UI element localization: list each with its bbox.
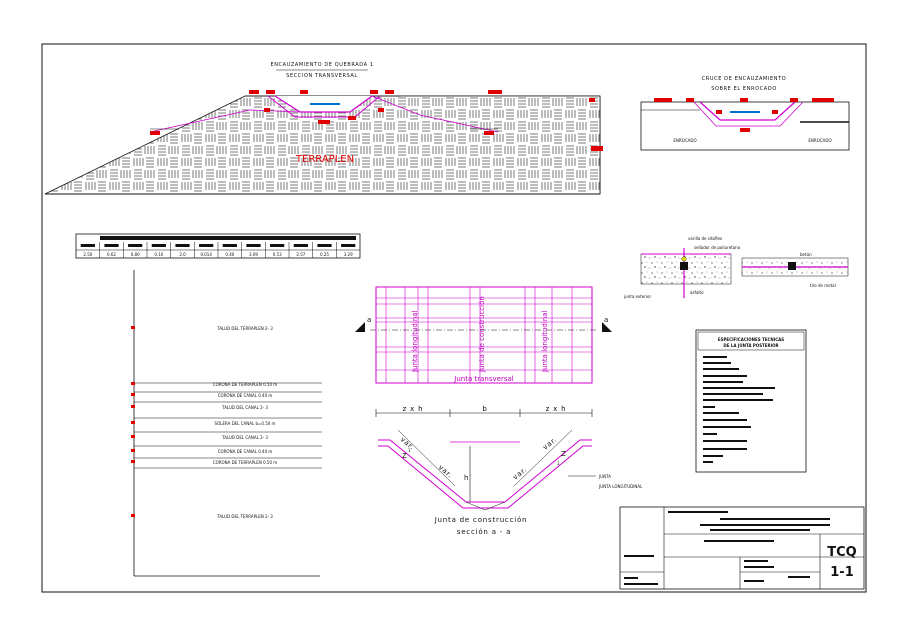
scale-cell-mark [270, 244, 285, 247]
profile-label: TALUD DEL CANAL 2- 3 [221, 405, 268, 410]
profile-labels-drawing: TALUD DEL TERRAPLEN 2- 3 CORONA DE TERRAP… [131, 270, 322, 577]
cut-marker-right [602, 322, 612, 332]
plan-joint-long-right: Junta longitudinal [541, 310, 549, 373]
plan-joint-center: Junta de construcción [478, 296, 486, 373]
scale-cell-mark [293, 244, 308, 247]
profile-marker [131, 514, 135, 517]
var-mid-left: var. [437, 463, 454, 479]
height-label: h [464, 474, 469, 482]
profile-label: CORONA DE TERRAPLEN 0.50 m [213, 382, 277, 387]
crossing-title: CRUCE DE ENCAUZAMIENTO [702, 76, 787, 82]
scale-cell-mark [128, 244, 143, 247]
detail-outer: junta exterior [623, 294, 651, 299]
dimension-table: 2.50 0.62 0.80 0.10 2.0 0.014 0.40 3.09 0.53 2.57… [75, 233, 361, 259]
profile-label: CORONA DE TERRAPLEN 0.50 m [213, 460, 277, 465]
scale-value: 2.57 [296, 252, 305, 257]
cut-marker-left [355, 322, 365, 332]
dim-center: b [482, 405, 487, 413]
specifications-box: ESPECIFICACIONES TECNICAS DE LA JUNTA PO… [695, 329, 807, 473]
crossing-subtitle: SOBRE EL ENROCADO [711, 86, 777, 92]
slope-z-left: Z [402, 452, 408, 460]
joint-note-1: JUNTA [598, 474, 611, 479]
scale-cell-mark [246, 244, 261, 247]
scale-value: 0.53 [273, 252, 282, 257]
section-caption-2: sección a - a [457, 528, 512, 536]
section-caption-1: Junta de construcción [434, 516, 528, 524]
profile-marker [131, 435, 135, 438]
dim-left: z x h [403, 405, 424, 413]
fill-label: TERRAPLEN [295, 154, 354, 165]
scale-value: 0.25 [320, 252, 329, 257]
section-subtitle: SECCION TRANSVERSAL [286, 73, 358, 79]
slope-z-right: Z [561, 450, 567, 458]
joint-details-drawing: varilla de sitoflex sellador de poliuret… [623, 236, 849, 299]
plan-joint-long-left: Junta longitudinal [411, 310, 419, 373]
sheet-border [41, 43, 867, 593]
specs-title-1: ESPECIFICACIONES TECNICAS [718, 337, 784, 342]
scale-cell-mark [104, 244, 119, 247]
scale-value: 0.10 [154, 252, 163, 257]
dim-right: z x h [546, 405, 567, 413]
profile-label: CORONA DE CANAL 0.40 m [218, 393, 273, 398]
specs-title-2: DE LA JUNTA POSTERIOR [723, 343, 778, 348]
profile-marker [131, 393, 135, 396]
cut-label-left: a [367, 316, 372, 324]
joint-note: JUNTA LONGITUDINAL [598, 484, 643, 489]
profile-label: SOLERA DEL CANAL b=0.50 m [215, 421, 276, 426]
detail-metal: tiro de metal [810, 283, 836, 288]
section-dimension-tags [150, 90, 603, 151]
profile-marker [131, 421, 135, 424]
scale-cell-mark [341, 244, 356, 247]
crossing-drawing: CRUCE DE ENCAUZAMIENTO SOBRE EL ENROCADO… [640, 76, 850, 151]
scale-cell-mark [175, 244, 190, 247]
scale-value: 3.09 [249, 252, 258, 257]
profile-label: TALUD DEL TERRAPLEN 2- 3 [216, 326, 273, 331]
profile-marker [131, 449, 135, 452]
profile-label: CORONA DE CANAL 0.40 m [218, 449, 273, 454]
profile-marker [131, 382, 135, 385]
cut-label-right: a [604, 316, 609, 324]
specs-text-lines [703, 356, 775, 463]
scale-value: 2.50 [83, 252, 92, 257]
scale-value: 0.80 [131, 252, 140, 257]
profile-marker [131, 460, 135, 463]
scale-cell-mark [199, 244, 214, 247]
scale-value: 3.29 [344, 252, 353, 257]
detail-rod: varilla de sitoflex [688, 236, 723, 241]
profile-marker [131, 326, 135, 329]
title-block: TCQ 1-1 [619, 506, 865, 590]
detail-betun: betún [800, 252, 812, 257]
sheet-number: 1-1 [830, 565, 854, 580]
slope-one-left: 1 [408, 448, 411, 453]
profile-marker [131, 405, 135, 408]
cross-section-drawing: ENCAUZAMIENTO DE QUEBRADA 1 SECCION TRAN… [44, 62, 603, 195]
scale-value: 2.0 [179, 252, 186, 257]
crossing-left-label: ENROCADO [673, 138, 696, 143]
profile-label: TALUD DEL CANAL 2- 3 [221, 435, 268, 440]
profile-label: TALUD DEL TERRAPLEN 2- 3 [216, 514, 273, 519]
crossing-right-label: ENROCADO [808, 138, 831, 143]
scale-value: 0.40 [225, 252, 234, 257]
slope-one-right: 1 [557, 461, 560, 466]
detail-sealant: sellador de poliuretano [694, 245, 741, 250]
joint-plan-drawing: Junta longitudinal Junta de construcción… [355, 286, 612, 384]
scale-value: 0.62 [107, 252, 116, 257]
joint-section-drawing: z x h b z x h var. var. var. var. h Z 1 … [375, 405, 643, 536]
detail-asphalt: asfalto [690, 290, 704, 295]
scale-cell-mark [222, 244, 237, 247]
var-mid-right: var. [511, 465, 529, 481]
scale-cell-mark [151, 244, 166, 247]
scale-value: 0.014 [200, 252, 212, 257]
scale-cell-mark [317, 244, 332, 247]
var-right: var. [541, 435, 559, 451]
drawing-code: TCQ [827, 545, 856, 560]
section-title: ENCAUZAMIENTO DE QUEBRADA 1 [270, 62, 373, 68]
scale-cell-mark [80, 244, 95, 247]
plan-joint-transversal: Junta transversal [453, 375, 513, 383]
